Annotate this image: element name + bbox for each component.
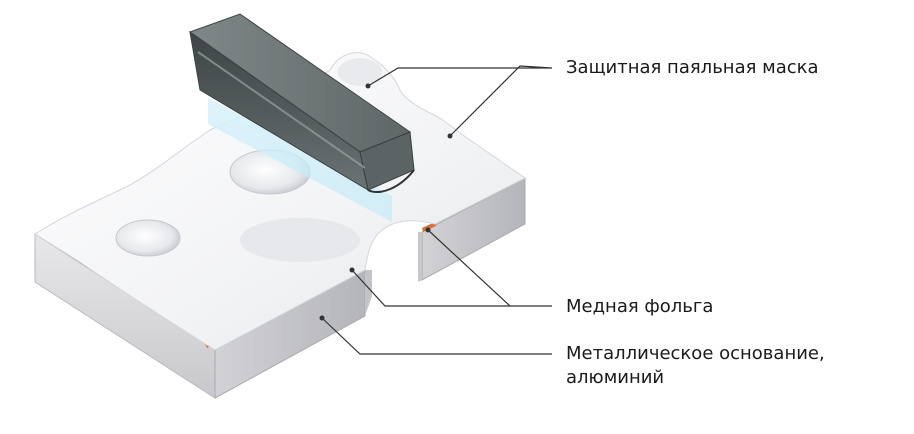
leader-dot-foil — [349, 267, 355, 273]
leader-dot-mask-2 — [447, 133, 453, 139]
via-hole-front — [115, 219, 181, 257]
label-solder-mask: Защитная паяльная маска — [566, 57, 819, 78]
leader-lines — [321, 65, 553, 355]
label-copper-foil: Медная фольга — [566, 296, 714, 317]
copper-foil-back — [422, 222, 436, 232]
squeegee-glow — [208, 98, 392, 222]
squeegee-bar-icon — [188, 13, 415, 193]
leader-dot-foil-2 — [425, 227, 431, 233]
leader-dot-mask — [365, 83, 371, 89]
leader-base — [321, 317, 552, 355]
leader-dot-base — [319, 315, 325, 321]
metal-base-notch-face — [365, 270, 372, 316]
label-metal-base-line2: алюминий — [566, 367, 665, 388]
mask-bump-shadow-2 — [338, 58, 382, 86]
label-metal-base-line1: Металлическое основание, — [566, 343, 825, 364]
metal-base-back-notch-face — [418, 232, 422, 282]
leader-mask — [367, 65, 553, 137]
mask-bump-shadow — [240, 218, 360, 262]
leader-foil — [351, 229, 552, 307]
label-metal-base: Металлическое основание, алюминий — [566, 342, 825, 390]
